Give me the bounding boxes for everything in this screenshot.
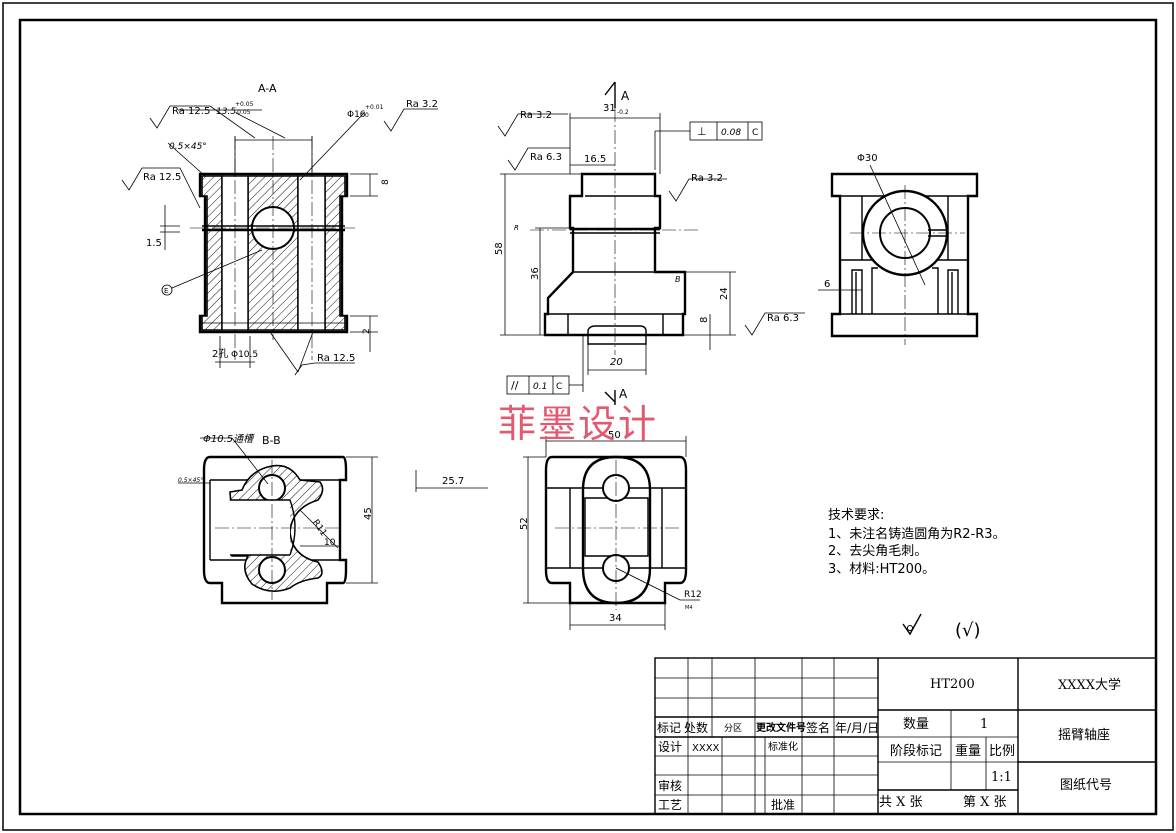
front-tol-parallel-symbol: // <box>511 379 519 392</box>
front-tol-perp-datum: C <box>752 128 758 138</box>
tech-requirements: 技术要求: 1、未注名铸造圆角为R2-R3。 2、去尖角毛刺。 3、材料:HT2… <box>828 508 1006 577</box>
hatched-wall-right <box>324 175 346 331</box>
inner-border <box>18 18 1158 816</box>
aa-roughness-4: Ra 12.5 <box>317 353 355 364</box>
front-dim-36: 36 <box>530 267 541 280</box>
front-dim-31: 31 <box>603 103 616 114</box>
tb-university: XXXX大学 <box>1058 677 1121 693</box>
bb-dim-25-7: 25.7 <box>442 476 464 487</box>
front-tol-perp-symbol: ⊥ <box>697 125 707 138</box>
title-block: HT200 XXXX大学 摇臂轴座 图纸代号 数量 1 阶段标记 重量 比例 1… <box>654 657 1157 815</box>
tb-standardize-label: 标准化 <box>768 740 798 753</box>
tb-zone-label: 分区 <box>724 723 742 734</box>
aa-dim-phi10-5: Φ10.5 <box>231 350 258 360</box>
tb-mark-label: 标记 <box>657 721 681 735</box>
tb-material: HT200 <box>930 677 975 692</box>
tech-requirement-2: 2、去尖角毛刺。 <box>828 544 927 559</box>
top-dim-50: 50 <box>608 430 621 441</box>
watermark-text: 菲墨设计 <box>498 402 658 446</box>
tb-sign-label: 签名 <box>806 720 830 735</box>
front-dim-24: 24 <box>719 287 730 300</box>
aa-dim-2holes: 2孔 <box>212 348 228 360</box>
section-bb-title: B-B <box>262 434 281 447</box>
front-tol-perp-value: 0.08 <box>721 128 741 138</box>
front-dim-8: 8 <box>699 317 710 323</box>
tb-designer: XXXX <box>692 743 720 754</box>
side-dim-6: 6 <box>824 279 830 290</box>
aa-dim-phi16-lower: 0 <box>365 112 369 119</box>
aa-dim-chamfer: 0.5×45° <box>169 142 207 152</box>
top-label-m4: M4 <box>685 605 693 611</box>
tb-stage-label: 阶段标记 <box>890 744 942 759</box>
tech-requirement-3: 3、材料:HT200。 <box>828 562 935 577</box>
side-dim-phi30: Φ30 <box>857 153 878 164</box>
tb-approve-label: 批准 <box>771 797 795 812</box>
tb-quantity-label: 数量 <box>903 717 929 732</box>
tb-date-label: 年/月/日 <box>835 721 879 735</box>
front-dim-16-5: 16.5 <box>584 154 606 165</box>
aa-dim-13-5: 13.5 <box>216 107 236 117</box>
front-dim-20: 20 <box>610 357 623 368</box>
aa-dim-13-5-upper: +0.05 <box>235 101 254 108</box>
front-dim-31-tol: -0.2 <box>617 109 629 116</box>
surface-roughness-general-icon <box>902 613 922 636</box>
aa-dim-2: 2 <box>362 328 372 334</box>
tb-design-label: 设计 <box>658 740 682 754</box>
bb-dim-45: 45 <box>363 507 374 520</box>
front-roughness-4: Ra 6.3 <box>767 313 799 324</box>
tech-requirements-title: 技术要求: <box>828 508 884 523</box>
tb-quantity: 1 <box>980 717 988 732</box>
top-dim-r12: R12 <box>684 590 702 600</box>
aa-dim-1-5: 1.5 <box>146 238 162 249</box>
aa-dim-8: 8 <box>381 179 391 185</box>
top-dim-52: 52 <box>519 517 530 530</box>
aa-roughness-3: Ra 12.5 <box>143 172 181 183</box>
side-view: Φ30 6 <box>818 153 979 345</box>
tb-review-label: 审核 <box>658 778 682 793</box>
tb-scale-label: 比例 <box>989 744 1015 759</box>
front-mark-r: R <box>514 224 519 232</box>
tb-drawing-code-label: 图纸代号 <box>1060 778 1112 793</box>
tb-part-name: 摇臂轴座 <box>1058 728 1110 743</box>
top-dim-34: 34 <box>609 613 622 624</box>
front-roughness-2: Ra 6.3 <box>530 152 562 163</box>
aa-label-e: E <box>164 287 168 295</box>
tb-scale: 1:1 <box>991 770 1012 785</box>
front-section-mark-top: A <box>621 89 630 103</box>
front-dim-58: 58 <box>494 242 505 255</box>
bb-dim-phi10-5-slot: Φ10.5通槽 <box>203 433 255 445</box>
bb-dim-chamfer: 0.5×45° <box>178 477 203 484</box>
front-mark-b: B <box>675 275 681 284</box>
front-tol-parallel-datum: C <box>556 382 562 392</box>
aa-dim-phi16: Φ16 <box>347 110 366 120</box>
front-tol-parallel-value: 0.1 <box>533 382 547 392</box>
top-view: 50 52 34 R12 M4 <box>519 430 702 630</box>
tb-process-label: 工艺 <box>658 798 682 812</box>
surface-roughness-bracket: (√) <box>955 620 981 641</box>
tech-requirement-1: 1、未注名铸造圆角为R2-R3。 <box>828 526 1006 542</box>
tb-change-doc-label: 更改文件号 <box>756 721 806 734</box>
front-roughness-1: Ra 3.2 <box>520 110 552 121</box>
aa-dim-phi16-upper: +0.01 <box>365 104 384 111</box>
bb-dim-10: 10 <box>324 538 336 548</box>
aa-dim-13-5-lower: -0.05 <box>235 109 251 116</box>
tb-weight-label: 重量 <box>955 743 981 759</box>
aa-roughness-2: Ra 3.2 <box>406 99 438 110</box>
front-roughness-3: Ra 3.2 <box>691 173 723 184</box>
front-view: A A Ra 3.2 Ra 6.3 Ra 3.2 Ra 6.3 31 -0.2 … <box>494 81 805 405</box>
tb-sheet-no: 第 X 张 <box>963 795 1007 810</box>
front-section-mark-bottom: A <box>619 387 628 401</box>
tb-total-sheets: 共 X 张 <box>879 795 923 810</box>
section-bb-view: B-B Φ10.5通槽 0.5×45° R11 10 45 25.7 <box>178 433 488 605</box>
section-aa-title: A-A <box>258 82 277 95</box>
section-aa-view: A-A <box>121 82 438 376</box>
aa-roughness-1: Ra 12.5 <box>172 106 210 117</box>
tb-count-label: 处数 <box>684 720 708 735</box>
